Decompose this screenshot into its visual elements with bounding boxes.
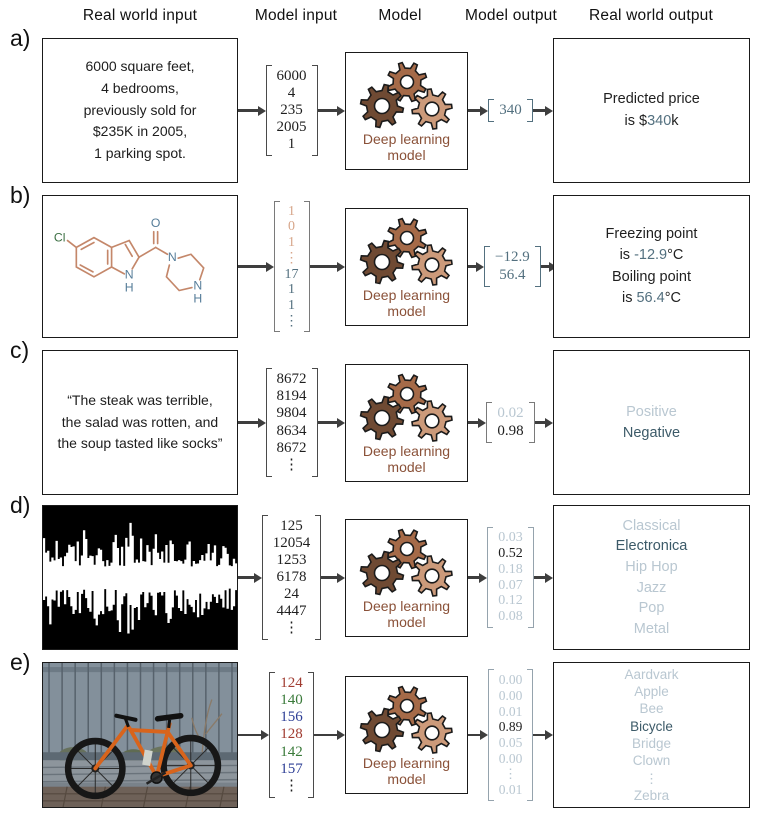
arrow-icon (533, 733, 545, 737)
column-header-model: Model (378, 7, 422, 24)
column-header-real-world-output: Real world output (588, 7, 714, 24)
column-header-model-input: Model input (254, 7, 338, 24)
bracket-left (269, 672, 276, 798)
arrow-icon (238, 421, 258, 424)
atom-label-n: N (168, 250, 177, 264)
row-e: e) (0, 649, 779, 808)
column-header-real-world-input: Real world input (82, 7, 198, 24)
arrow-icon (317, 109, 337, 112)
arrow-icon (317, 421, 337, 424)
real-world-input-box-molecule: Cl N H O N N H (42, 195, 238, 338)
real-world-input-box-review: “The steak was terrible,the salad was ro… (42, 350, 238, 495)
bracket-left (487, 669, 494, 801)
atom-label-h: H (125, 280, 134, 294)
bicycle-photo (43, 663, 237, 807)
row-label-a: a) (10, 25, 31, 51)
bracket-left (265, 368, 272, 477)
arrow-icon (238, 576, 254, 579)
arrow-icon (238, 109, 258, 112)
gears-icon (359, 685, 453, 754)
audio-waveform-icon (43, 506, 237, 649)
atom-label-o: O (151, 215, 161, 229)
arrow-icon (534, 421, 545, 424)
bracket-left (488, 98, 495, 123)
arrow-icon (468, 265, 476, 268)
arrow-icon (238, 733, 262, 737)
gears-icon (359, 61, 453, 130)
arrow-icon (321, 576, 337, 579)
row-c: c) “The steak was terrible,the salad was… (0, 337, 779, 495)
row-b: b) Cl N H (0, 182, 779, 338)
arrow-icon (468, 421, 479, 424)
arrow-icon (540, 265, 549, 268)
row-label-c: c) (10, 337, 30, 363)
row-label-e: e) (10, 649, 31, 675)
arrow-icon (533, 576, 545, 579)
house-description-text: 6000 square feet,4 bedrooms,previously s… (83, 58, 197, 162)
molecule-structure-icon: Cl N H O N N H (54, 215, 205, 305)
column-header-model-output: Model output (464, 7, 558, 24)
real-world-input-box-house: 6000 square feet,4 bedrooms,previously s… (42, 38, 238, 183)
arrow-icon (313, 733, 337, 737)
real-world-input-box-audio (42, 505, 238, 650)
atom-label-n: N (193, 278, 202, 292)
bracket-left (273, 200, 280, 333)
model-output-vector: 340 (488, 98, 533, 123)
atom-label-h: H (193, 291, 202, 305)
arrow-icon (468, 109, 481, 112)
bracket-left (487, 527, 494, 628)
real-world-input-box-photo (42, 662, 238, 808)
arrow-icon (532, 109, 545, 112)
arrow-icon (468, 576, 480, 579)
bracket-left (265, 64, 272, 157)
arrow-icon (309, 265, 337, 268)
bracket-left (486, 402, 493, 443)
bracket-left (261, 514, 268, 641)
gears-icon (359, 528, 453, 597)
arrow-icon (238, 265, 266, 268)
row-a: a) 6000 square feet,4 bedrooms,previousl… (0, 25, 779, 183)
atom-label-n: N (125, 267, 134, 281)
review-text: “The steak was terrible,the salad was ro… (57, 391, 223, 452)
row-label-d: d) (10, 492, 31, 518)
atom-label-cl: Cl (54, 230, 66, 244)
arrow-icon (468, 733, 480, 737)
row-label-b: b) (10, 182, 31, 208)
gears-icon (359, 217, 453, 286)
bracket-left (484, 246, 490, 287)
gears-icon (359, 373, 453, 442)
